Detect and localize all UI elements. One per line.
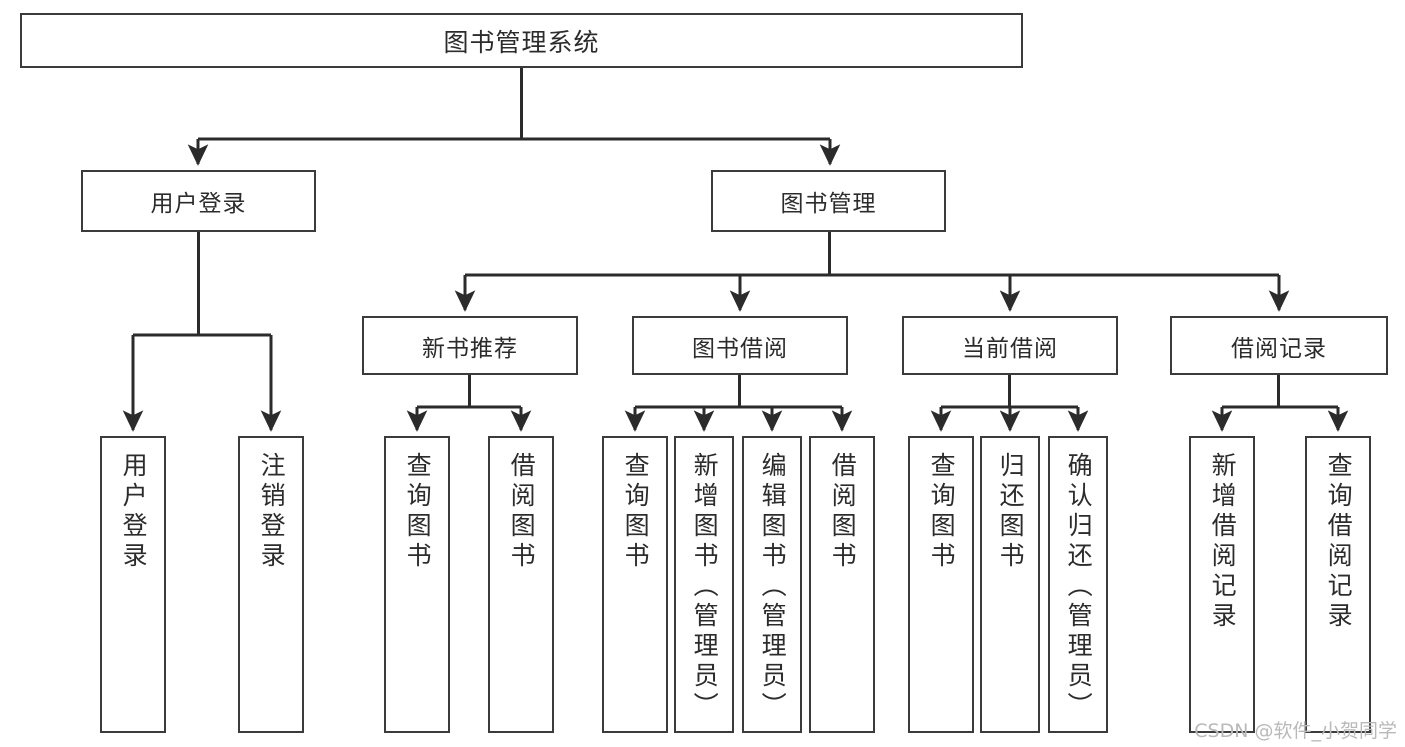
node-current-borrow[interactable]: 当前借阅 [902,316,1118,375]
node-label: 图书借阅 [692,335,788,362]
node-label: 查询图书 [621,452,651,572]
node-label: 当前借阅 [962,335,1058,362]
node-label: 新增借阅记录 [1208,452,1238,632]
leaf-user-login-logout[interactable]: 注销登录 [238,436,304,733]
watermark-text: CSDN @软件_小贺同学 [1194,720,1397,742]
leaf-user-login-login[interactable]: 用户登录 [100,436,166,733]
leaf-current-borrow-query-book[interactable]: 查询图书 [908,436,974,733]
node-label: 借阅记录 [1231,335,1327,362]
node-book-borrow[interactable]: 图书借阅 [632,316,848,375]
node-label: 确认归还（管理员） [1064,452,1094,722]
node-label: 查询图书 [927,452,957,572]
leaf-current-borrow-confirm-return-admin[interactable]: 确认归还（管理员） [1048,436,1108,733]
leaf-new-book-query-book[interactable]: 查询图书 [384,436,450,733]
node-label: 借阅图书 [507,452,537,572]
node-label: 图书管理 [780,191,877,217]
leaf-current-borrow-return-book[interactable]: 归还图书 [980,436,1040,733]
node-user-login[interactable]: 用户登录 [81,170,316,232]
node-label: 编辑图书（管理员） [758,452,788,722]
leaf-borrow-record-query-record[interactable]: 查询借阅记录 [1305,436,1371,733]
leaf-borrow-record-add-record[interactable]: 新增借阅记录 [1189,436,1255,733]
node-label: 图书管理系统 [443,27,600,57]
node-label: 归还图书 [996,452,1026,572]
leaf-book-borrow-borrow-book[interactable]: 借阅图书 [809,436,875,733]
node-label: 借阅图书 [828,452,858,572]
node-label: 新增图书（管理员） [690,452,720,722]
node-label: 用户登录 [119,452,149,572]
node-label: 查询图书 [403,452,433,572]
node-root-book-management-system[interactable]: 图书管理系统 [20,13,1023,68]
node-borrow-record[interactable]: 借阅记录 [1170,316,1388,375]
leaf-book-borrow-add-book-admin[interactable]: 新增图书（管理员） [674,436,734,733]
leaf-new-book-borrow-book[interactable]: 借阅图书 [488,436,554,733]
node-label: 用户登录 [150,191,247,217]
node-new-book-recommend[interactable]: 新书推荐 [362,316,578,375]
node-label: 查询借阅记录 [1324,452,1354,632]
node-label: 注销登录 [257,452,287,572]
node-book-management[interactable]: 图书管理 [711,170,946,232]
node-label: 新书推荐 [422,335,518,362]
leaf-book-borrow-query-book[interactable]: 查询图书 [602,436,668,733]
leaf-book-borrow-edit-book-admin[interactable]: 编辑图书（管理员） [742,436,802,733]
